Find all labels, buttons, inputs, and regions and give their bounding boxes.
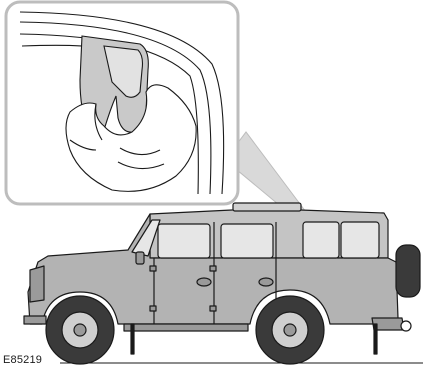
door-mirror <box>136 252 144 264</box>
rear-wheel <box>256 296 324 364</box>
front-wheel <box>46 296 114 364</box>
front-door-window <box>158 224 210 258</box>
roof-rail <box>233 203 301 211</box>
rear-side-window-back <box>341 222 379 258</box>
front-door-handle <box>197 278 211 286</box>
spare-wheel <box>396 245 420 297</box>
rear-door-handle <box>259 278 273 286</box>
figure-code: E85219 <box>3 354 42 366</box>
front-bumper <box>24 316 46 324</box>
front-grille <box>30 266 44 302</box>
rear-door-window <box>221 224 273 258</box>
side-sill <box>124 324 248 331</box>
rear-side-window-front <box>303 222 339 258</box>
